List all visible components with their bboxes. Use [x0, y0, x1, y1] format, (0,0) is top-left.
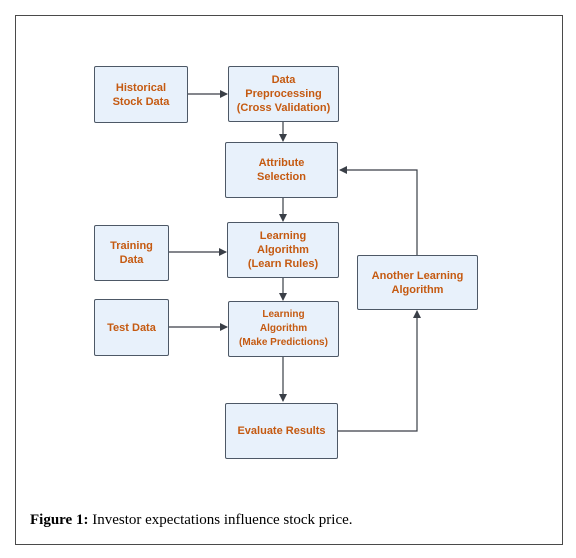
- caption-text: Investor expectations influence stock pr…: [88, 512, 353, 528]
- arrow-evaluate-to-another: [338, 310, 421, 432]
- historical-stock-data-box: Historical Stock Data: [94, 66, 188, 123]
- arrow-another-to-attribute: [339, 166, 418, 255]
- figure-caption: Figure 1: Investor expectations influenc…: [30, 512, 353, 529]
- data-preprocessing-box: Data Preprocessing (Cross Validation): [228, 66, 339, 122]
- caption-label: Figure 1:: [30, 512, 89, 528]
- attribute-selection-box: Attribute Selection: [225, 142, 338, 198]
- learning-algorithm-learn-rules-box: Learning Algorithm (Learn Rules): [227, 222, 339, 278]
- evaluate-results-box: Evaluate Results: [225, 403, 338, 459]
- training-data-box: Training Data: [94, 225, 169, 281]
- learning-algorithm-make-predictions-box: Learning Algorithm (Make Predictions): [228, 301, 339, 357]
- another-learning-algorithm-box: Another Learning Algorithm: [357, 255, 478, 310]
- test-data-box: Test Data: [94, 299, 169, 356]
